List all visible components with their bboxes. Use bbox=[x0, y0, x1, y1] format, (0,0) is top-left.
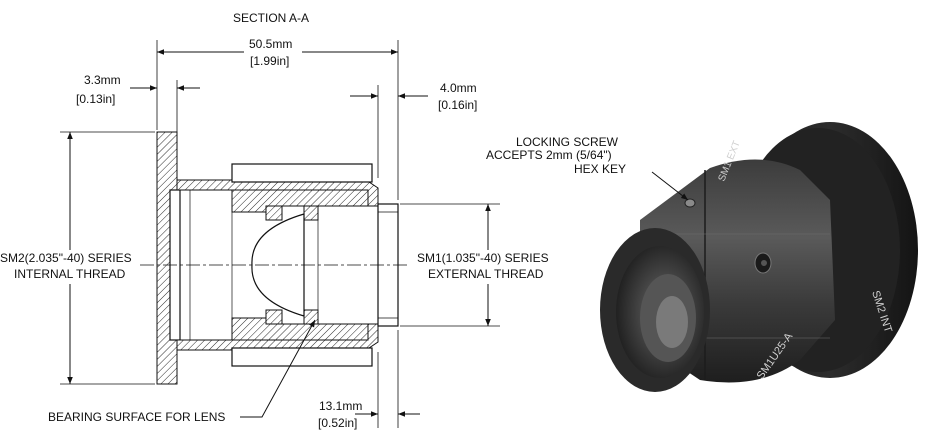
svg-text:HEX KEY: HEX KEY bbox=[574, 162, 626, 176]
section-title: SECTION A-A bbox=[233, 11, 309, 25]
svg-text:LOCKING SCREW: LOCKING SCREW bbox=[516, 135, 619, 149]
dim-bottom-length: 13.1mm [0.52in] bbox=[318, 330, 420, 430]
svg-text:BEARING SURFACE FOR LENS: BEARING SURFACE FOR LENS bbox=[48, 410, 225, 424]
svg-text:4.0mm: 4.0mm bbox=[440, 81, 477, 95]
svg-text:[0.16in]: [0.16in] bbox=[438, 98, 477, 112]
dim-ext-thread-length: 4.0mm [0.16in] bbox=[350, 81, 477, 178]
svg-text:[1.99in]: [1.99in] bbox=[250, 54, 289, 68]
svg-text:SM1(1.035"-40) SERIES: SM1(1.035"-40) SERIES bbox=[417, 251, 549, 265]
svg-text:[0.52in]: [0.52in] bbox=[318, 416, 357, 430]
svg-text:EXTERNAL THREAD: EXTERNAL THREAD bbox=[428, 267, 544, 281]
dim-flange-thickness: 3.3mm [0.13in] bbox=[76, 73, 200, 178]
dim-external-thread: SM1(1.035"-40) SERIES EXTERNAL THREAD bbox=[400, 203, 562, 327]
dim-overall-length: 50.5mm [1.99in] bbox=[156, 36, 399, 200]
svg-text:3.3mm: 3.3mm bbox=[84, 73, 121, 87]
product-render: SM1U25-A SM2 INT SM1 EXT LOCKING SCREW A… bbox=[486, 122, 918, 392]
inner-barrel bbox=[231, 163, 373, 367]
bearing-surface-callout: BEARING SURFACE FOR LENS bbox=[48, 319, 316, 424]
section-view: SECTION A-A bbox=[0, 11, 562, 430]
locking-screw-callout: LOCKING SCREW ACCEPTS 2mm (5/64") HEX KE… bbox=[486, 135, 689, 201]
svg-text:SM2(2.035"-40) SERIES: SM2(2.035"-40) SERIES bbox=[0, 251, 132, 265]
svg-text:13.1mm: 13.1mm bbox=[319, 399, 362, 413]
locking-screw-icon bbox=[684, 198, 696, 208]
svg-text:ACCEPTS 2mm (5/64"): ACCEPTS 2mm (5/64") bbox=[486, 148, 612, 162]
svg-text:50.5mm: 50.5mm bbox=[249, 37, 292, 51]
svg-text:[0.13in]: [0.13in] bbox=[76, 92, 115, 106]
dim-internal-thread: SM2(2.035"-40) SERIES INTERNAL THREAD bbox=[0, 131, 155, 385]
svg-text:INTERNAL THREAD: INTERNAL THREAD bbox=[14, 267, 126, 281]
